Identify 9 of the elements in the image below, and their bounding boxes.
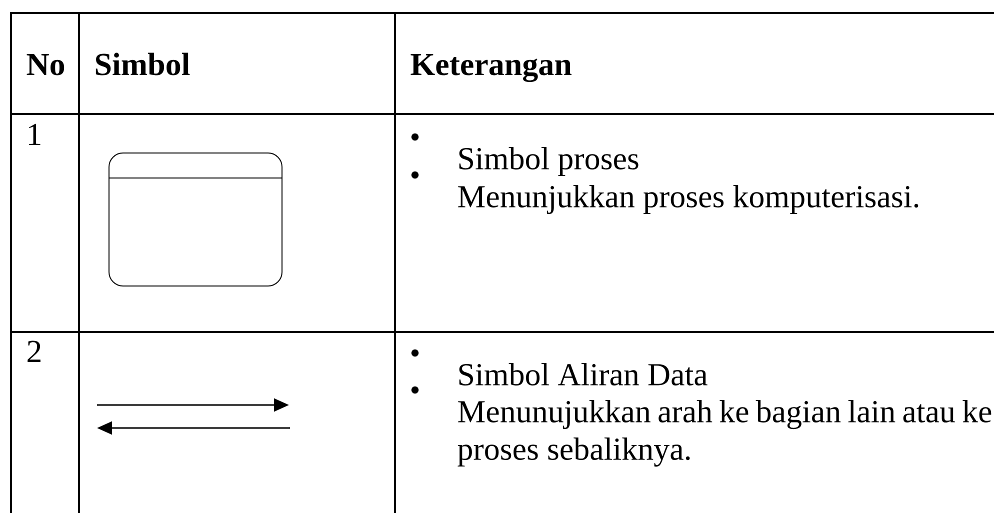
row-number: 1 (29, 124, 40, 145)
column-header: No (26, 54, 64, 76)
description-text: Simbol proses (459, 147, 638, 176)
description-text: Menunjukkan proses komputerisasi. (458, 185, 918, 214)
row-number: 2 (28, 340, 40, 362)
description-text: Simbol Aliran Data (459, 363, 708, 386)
description-text: Menunujukkan arah ke bagian lain atau ke proses sebaliknya. (458, 400, 992, 467)
column-header: Keterangan (410, 54, 572, 82)
column-header: Simbol (96, 52, 190, 76)
